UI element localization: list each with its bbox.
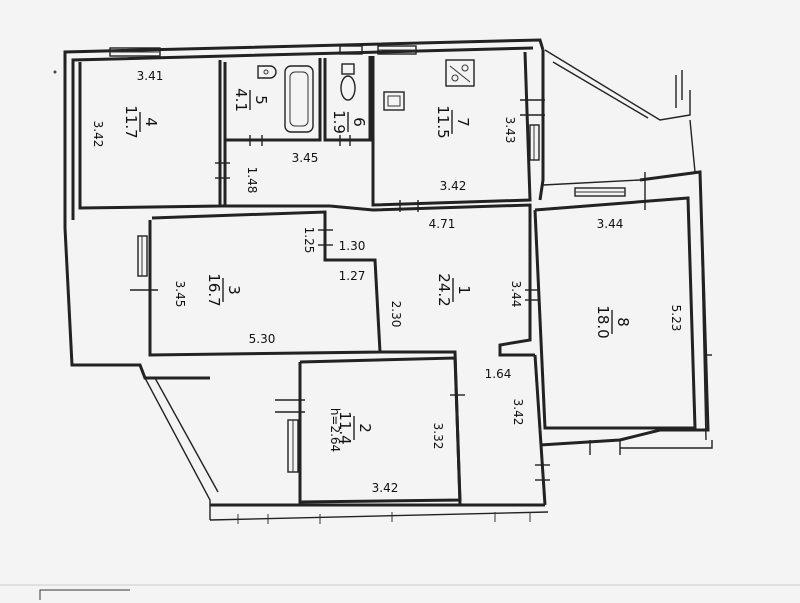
room-3-label: 3 16.7 <box>205 273 243 306</box>
dim-hall-top: 4.71 <box>429 217 456 231</box>
dim-nook-h2: 1.27 <box>339 269 366 283</box>
ceiling-height-label: h=2.64 <box>328 408 342 452</box>
room-5-label: 5 4.1 <box>232 88 270 112</box>
room-4-area: 11.7 <box>122 105 140 138</box>
dim-r4-left: 3.42 <box>91 121 105 148</box>
room-7-label: 7 11.5 <box>434 105 472 138</box>
bathtub-icon <box>284 65 314 133</box>
dim-r8-right: 5.23 <box>669 305 683 332</box>
inner-walls <box>78 51 697 506</box>
dim-bath-height: 3.42 <box>511 399 525 426</box>
corner-mark <box>39 589 130 600</box>
dim-r7-right: 3.43 <box>503 117 517 144</box>
dim-r4-top: 3.41 <box>137 69 164 83</box>
room-1-number: 1 <box>455 285 473 295</box>
toilet-icon <box>340 63 356 101</box>
room-7-number: 7 <box>454 117 472 127</box>
room-6-number: 6 <box>350 117 368 127</box>
room-7-area: 11.5 <box>434 105 452 138</box>
outer-walls <box>63 38 713 521</box>
svg-text:h=2.64: h=2.64 <box>328 408 342 452</box>
dim-r2-right: 3.32 <box>431 423 445 450</box>
room-1-label: 1 24.2 <box>435 273 473 306</box>
dim-r3-bottom: 5.30 <box>249 332 276 346</box>
windows <box>109 45 626 473</box>
room-4-label: 4 11.7 <box>122 105 160 138</box>
room-3-number: 3 <box>225 285 243 295</box>
room-4-number: 4 <box>142 117 160 127</box>
dim-r3-left: 3.45 <box>173 281 187 308</box>
door-marks <box>130 99 646 524</box>
room-8-number: 8 <box>614 317 632 327</box>
dim-r1-left: 2.30 <box>389 301 403 328</box>
dim-corridor-left: 1.48 <box>245 167 259 194</box>
room-8-label: 8 18.0 <box>594 305 632 338</box>
room-6-area: 1.9 <box>330 110 348 134</box>
sink-icon <box>257 65 277 79</box>
room-2-label: 2 11.4 <box>336 411 374 444</box>
dim-nook-h1: 1.30 <box>339 239 366 253</box>
room-2-number: 2 <box>356 423 374 433</box>
dim-bath-width: 1.64 <box>485 367 512 381</box>
dim-r2-bottom: 3.42 <box>372 481 399 495</box>
dim-nook-v: 1.25 <box>302 227 316 254</box>
dim-corridor-top: 3.45 <box>292 151 319 165</box>
stove-icon <box>445 59 475 87</box>
dim-r8-top: 3.44 <box>597 217 624 231</box>
dim-r7-bottom: 3.42 <box>440 179 467 193</box>
room-3-area: 16.7 <box>205 273 223 306</box>
room-6-label: 6 1.9 <box>330 110 368 134</box>
room-2-area: 11.4 <box>336 411 354 444</box>
dim-r1-right: 3.44 <box>509 281 523 308</box>
kitchen-sink-icon <box>383 91 405 111</box>
room-1-area: 24.2 <box>435 273 453 306</box>
room-8-area: 18.0 <box>594 305 612 338</box>
room-5-area: 4.1 <box>232 88 250 112</box>
dimensions: 3.41 3.42 3.43 3.42 3.45 1.48 4.71 3.44 … <box>91 69 683 495</box>
room-5-number: 5 <box>252 95 270 105</box>
dot-mark <box>53 70 57 74</box>
